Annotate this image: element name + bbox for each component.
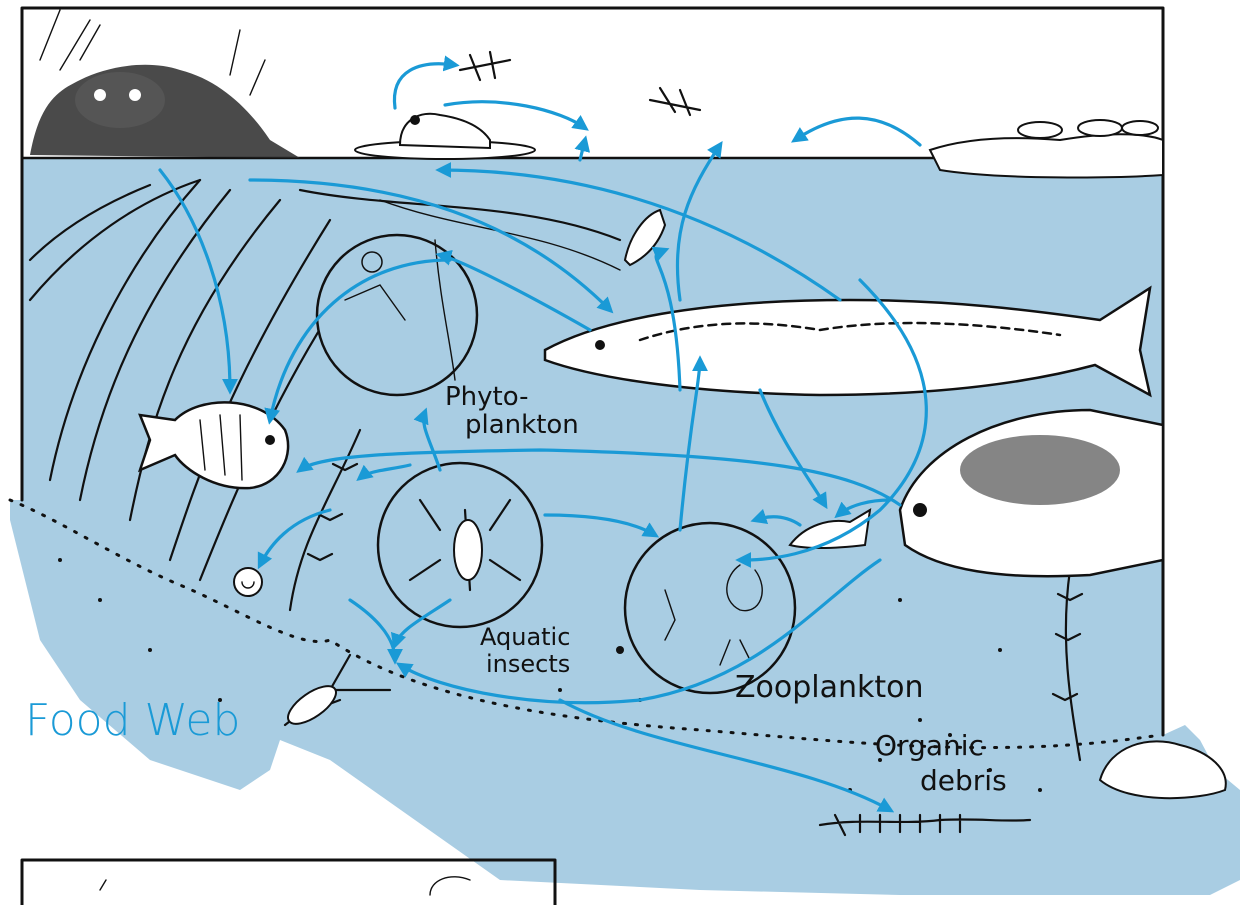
label-organic-line1: Organic	[875, 729, 984, 762]
raccoon-on-shore	[30, 10, 300, 158]
frog-on-lilypad	[355, 114, 535, 159]
label-organic-line2: debris	[920, 764, 1007, 797]
flow-arrow	[795, 118, 920, 145]
label-aquatic-line2: insects	[486, 650, 570, 678]
zooplankton-circle	[625, 523, 795, 693]
lower-panel-frame	[22, 860, 555, 905]
dragonfly-icon	[460, 52, 510, 80]
label-zooplankton: Zooplankton	[735, 670, 924, 705]
snail	[234, 568, 262, 596]
diagram-title: Food Web	[25, 695, 240, 746]
label-aquatic-line1: Aquatic	[480, 623, 570, 651]
label-phytoplankton-line1: Phyto-	[445, 382, 529, 412]
label-aquatic-insects: Aquatic insects	[480, 623, 570, 678]
flow-arrow	[394, 64, 455, 108]
dragonfly-icon-2	[650, 88, 700, 115]
label-phytoplankton-line2: plankton	[465, 410, 579, 440]
aquatic-insects-circle	[378, 463, 542, 627]
turtles-on-log	[930, 120, 1163, 177]
